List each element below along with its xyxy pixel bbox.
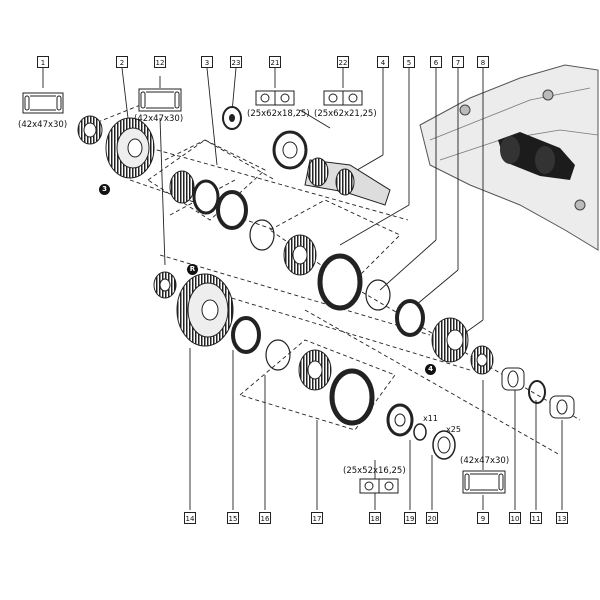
ref-box-12: 12 <box>154 56 166 68</box>
output-shaft-4 <box>304 157 391 206</box>
gear-badge-3: 3 <box>99 184 110 195</box>
circlip-1 <box>249 219 275 251</box>
quantity-washer-20: x25 <box>446 425 461 434</box>
needle-bearing-1 <box>77 115 103 145</box>
ref-box-16: 16 <box>259 512 271 524</box>
ref-box-21: 21 <box>269 56 281 68</box>
spec-label-1: (42x47x30) <box>18 120 68 130</box>
needle-bearing-symbol-1 <box>22 92 64 114</box>
needle-bearing-symbol-12 <box>138 88 182 112</box>
highlighted-shaft-assembly <box>498 132 575 180</box>
circlip-6 <box>365 279 391 311</box>
quantity-shim-19: x11 <box>423 414 438 423</box>
ref-box-11: 11 <box>530 512 542 524</box>
ref-box-17: 17 <box>311 512 323 524</box>
spacer-10 <box>501 367 525 391</box>
spec-label-9: (42x47x30) <box>460 456 510 466</box>
ref-box-13: 13 <box>556 512 568 524</box>
synchro-hub-5 <box>283 234 363 311</box>
ref-box-3: 3 <box>201 56 213 68</box>
needle-bearing-9 <box>470 345 494 375</box>
ref-box-2: 2 <box>116 56 128 68</box>
ref-box-18: 18 <box>369 512 381 524</box>
spec-label-21: (25x62x18,25) <box>247 109 310 119</box>
ball-bearing-symbol-18 <box>359 478 399 494</box>
gear-8 <box>431 317 469 363</box>
ref-box-10: 10 <box>509 512 521 524</box>
needle-bearing-12 <box>153 271 177 299</box>
gear-badge-4: 4 <box>425 364 436 375</box>
ref-box-4: 4 <box>377 56 389 68</box>
ref-box-5: 5 <box>403 56 415 68</box>
circlip-16 <box>265 339 291 371</box>
synchro-ring-15 <box>231 316 261 354</box>
ref-box-22: 22 <box>337 56 349 68</box>
ring-11 <box>528 380 546 404</box>
thrust-washer-23 <box>222 106 242 130</box>
washer-20 <box>432 430 456 460</box>
hub-sleeve-17 <box>298 349 375 426</box>
reverse-gear-14 <box>176 273 234 347</box>
synchro-ring-set-3 <box>169 170 248 230</box>
ref-box-20: 20 <box>426 512 438 524</box>
ref-box-15: 15 <box>227 512 239 524</box>
ref-box-6: 6 <box>430 56 442 68</box>
ball-bearing-21 <box>272 130 308 170</box>
ball-bearing-18 <box>386 403 414 437</box>
spec-label-18: (25x52x16,25) <box>343 466 406 476</box>
gearbox-housing <box>419 64 599 251</box>
ref-box-19: 19 <box>404 512 416 524</box>
spec-label-22: (25x62x21,25) <box>314 109 377 119</box>
ref-box-23: 23 <box>230 56 242 68</box>
ref-box-8: 8 <box>477 56 489 68</box>
ball-bearing-symbol-21 <box>255 90 295 106</box>
gear-2 <box>105 117 155 179</box>
bush-13 <box>549 395 575 419</box>
ball-bearing-symbol-22 <box>323 90 363 106</box>
ref-box-14: 14 <box>184 512 196 524</box>
shim-19 <box>413 423 427 441</box>
synchro-ring-7 <box>395 299 425 337</box>
needle-bearing-symbol-9 <box>462 470 506 494</box>
ref-box-7: 7 <box>452 56 464 68</box>
gear-badge-r: R <box>187 264 198 275</box>
ref-box-9: 9 <box>477 512 489 524</box>
ref-box-1: 1 <box>37 56 49 68</box>
spec-label-12: (42x47x30) <box>134 114 184 124</box>
